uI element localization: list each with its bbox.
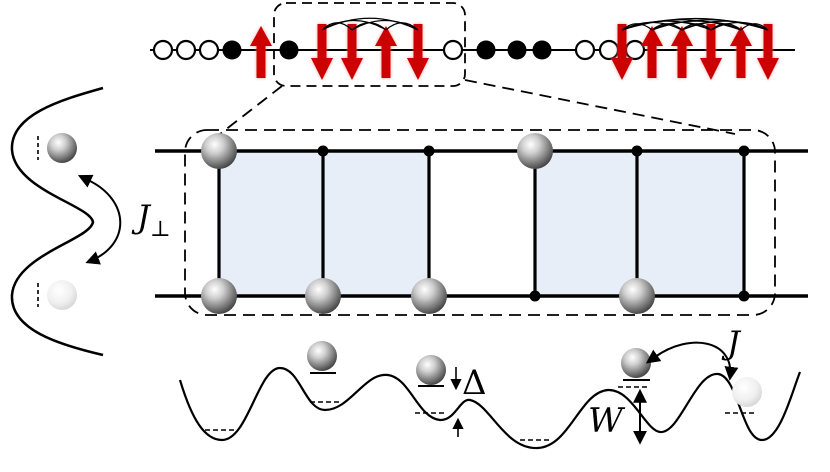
- interaction-arc: [351, 20, 419, 31]
- plaquettes: [219, 151, 744, 296]
- arrow-down-icon: [407, 24, 429, 80]
- spin-chain: [150, 2, 795, 87]
- filled-site-icon: [279, 40, 299, 60]
- open-site-icon: [624, 39, 646, 61]
- ladder-dashed-outline: [184, 129, 776, 316]
- arrow-up-icon: [730, 26, 752, 78]
- arrow-down-icon: [611, 24, 633, 80]
- filled-site-icon: [476, 40, 496, 60]
- sphere-icon: [307, 341, 337, 371]
- sphere-icon: [201, 133, 237, 169]
- plaquette: [535, 151, 637, 296]
- interaction-arc: [351, 22, 387, 31]
- potential-curve: [178, 366, 802, 450]
- junction-dot: [631, 145, 643, 157]
- ladder: [155, 129, 808, 316]
- double-well: J⊥: [10, 86, 171, 357]
- label-disorder: W: [588, 401, 626, 441]
- arrow-up-icon: [375, 26, 397, 78]
- label-hopping: J: [721, 324, 742, 362]
- open-site-icon: [152, 39, 174, 61]
- arrow-down-icon: [700, 24, 722, 80]
- sphere-icon: [201, 278, 237, 314]
- sphere-icon: [305, 278, 341, 314]
- ladder-junction-dots: [317, 145, 750, 302]
- zoom-box: [273, 2, 466, 87]
- junction-dot: [738, 145, 750, 157]
- sphere-icon: [416, 355, 446, 385]
- sphere-icon: [517, 133, 553, 169]
- interaction-arc: [681, 20, 769, 31]
- label-j-perp: J⊥: [131, 198, 171, 242]
- arrow-down-icon: [311, 24, 333, 80]
- junction-dot: [738, 290, 750, 302]
- tunneling-arrow: [77, 174, 122, 265]
- sphere-icon: [621, 348, 651, 378]
- faded-sphere-icon: [732, 377, 762, 407]
- arrow-down-icon: [757, 24, 779, 80]
- interaction-arc: [385, 22, 419, 31]
- sphere-icon: [47, 133, 77, 163]
- ladder-rungs: [217, 151, 746, 296]
- zoom-line-right: [464, 79, 736, 135]
- open-site-icon: [442, 39, 464, 61]
- sphere-icon: [411, 278, 447, 314]
- open-site-icon: [574, 39, 596, 61]
- interaction-arc: [740, 23, 769, 31]
- zoom-line-left: [219, 85, 283, 135]
- label-delta: Δ: [462, 363, 487, 403]
- filled-site-icon: [222, 40, 242, 60]
- open-site-icon: [598, 39, 620, 61]
- open-site-icon: [198, 39, 220, 61]
- arrow-up-icon: [671, 26, 693, 78]
- energy-levels: [205, 386, 755, 441]
- arrow-up-icon: [250, 26, 272, 78]
- sphere-icon: [619, 278, 655, 314]
- double-well-curve: [10, 86, 104, 357]
- open-site-icon: [175, 39, 197, 61]
- junction-dot: [529, 290, 541, 302]
- faded-sphere-icon: [47, 280, 77, 310]
- chain-spin-arrows: [250, 24, 779, 80]
- plaquette: [323, 151, 429, 296]
- chain-interaction-arcs: [321, 17, 769, 31]
- chain-sites: [152, 39, 646, 61]
- junction-dot: [317, 145, 329, 157]
- hopping-arrow: [645, 341, 739, 381]
- plaquette: [219, 151, 323, 296]
- junction-dot: [423, 145, 435, 157]
- arrow-up-icon: [641, 26, 663, 78]
- arrow-down-icon: [341, 24, 363, 80]
- plaquette: [637, 151, 744, 296]
- interaction-arc: [710, 21, 769, 31]
- filled-site-icon: [532, 40, 552, 60]
- filled-site-icon: [507, 40, 527, 60]
- disordered-potential: Δ J W: [178, 324, 802, 450]
- ladder-particles: [201, 133, 655, 314]
